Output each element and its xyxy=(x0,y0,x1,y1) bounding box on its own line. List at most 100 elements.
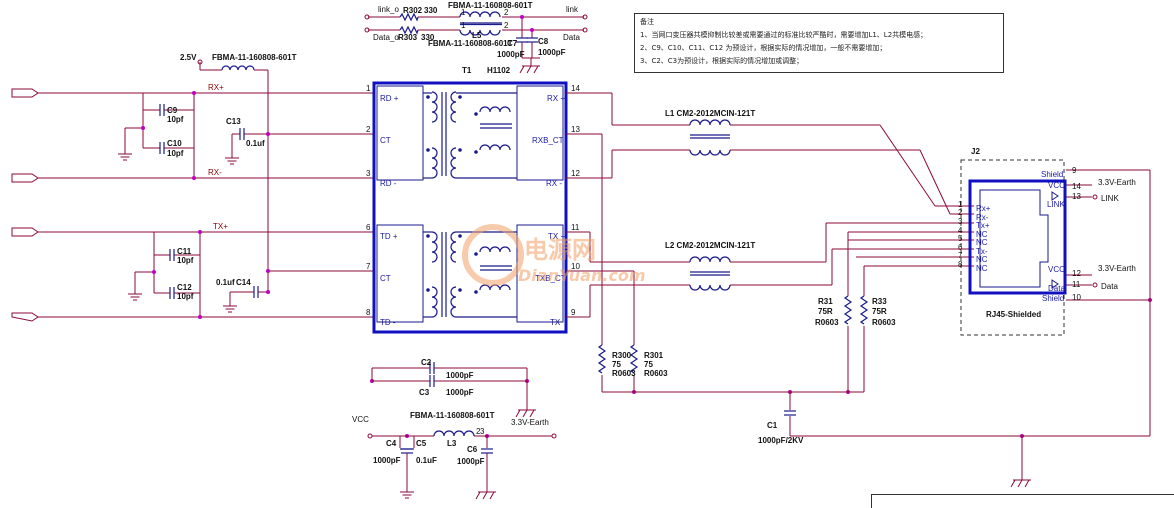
label-link-o: link_o xyxy=(378,5,399,14)
pin-td-n: TD - xyxy=(380,318,396,327)
label-c5: C5 xyxy=(416,439,427,448)
label-c13: C13 xyxy=(226,117,241,126)
label-c11-val: 10pf xyxy=(177,256,194,265)
junction-dots xyxy=(141,59,1152,438)
chokes: L1 CM2-2012MCIN-121T L2 CM2-2012MCIN-121… xyxy=(665,109,755,291)
label-c9-val: 10pf xyxy=(167,115,184,124)
label-l2: L2 CM2-2012MCIN-121T xyxy=(665,241,755,250)
label-l1: L1 CM2-2012MCIN-121T xyxy=(665,109,755,118)
pinnum-7: 7 xyxy=(366,262,371,271)
j2-num-10: 10 xyxy=(1072,293,1081,302)
label-link: link xyxy=(566,5,579,14)
label-fb-mid: FBMA-11-160808-601T xyxy=(428,39,513,48)
top-labels: link_o R302 330 Data_o R303 330 FBMA-11-… xyxy=(373,1,580,59)
pinnum-2: 2 xyxy=(366,125,371,134)
design-note: 备注 1、当网口变压器共模抑制比较差或需要通过的标准比较严酷时，需要增加L1、L… xyxy=(634,13,1004,73)
label-fb-bottom: FBMA-11-160808-601T xyxy=(410,411,495,420)
pinnum-8: 8 xyxy=(366,308,371,317)
pinnum-14: 14 xyxy=(571,84,580,93)
label-c3: C3 xyxy=(419,388,430,397)
pin-l3-3: 3 xyxy=(480,427,485,436)
label-c3-val: 1000pF xyxy=(446,388,474,397)
label-c2: C2 xyxy=(421,358,432,367)
j2-num-3: 3 xyxy=(958,217,963,226)
top-section xyxy=(364,11,588,74)
label-c14-val: 0.1uf xyxy=(216,278,235,287)
label-r302-val: 330 xyxy=(424,6,438,15)
j2-data: Data xyxy=(1048,284,1065,293)
label-c8: C8 xyxy=(538,37,549,46)
pin-tx-p: TX + xyxy=(548,232,565,241)
j2-num-5: 5 xyxy=(958,234,963,243)
pinnum-9: 9 xyxy=(571,308,576,317)
connector-j2: J2 RJ45-Shielded Rx+ Rx- Tx+ NC NC Tx- N… xyxy=(958,147,1136,336)
label-c9: C9 xyxy=(167,106,178,115)
label-c1-val: 1000pF/2KV xyxy=(758,436,804,445)
label-l3: L3 xyxy=(447,439,457,448)
pin-rxb-ct: RXB_CT xyxy=(532,136,564,145)
j2-num-14: 14 xyxy=(1072,182,1081,191)
label-fb-top: FBMA-11-160808-601T xyxy=(448,1,533,10)
j2-3v3earth-bottom: 3.3V-Earth xyxy=(1098,264,1136,273)
pinnum-12: 12 xyxy=(571,169,580,178)
j2-pin-nc1: NC xyxy=(976,230,988,239)
label-c7: C7 xyxy=(507,39,518,48)
pin-rd-n: RD - xyxy=(380,179,397,188)
label-l5: L5 xyxy=(472,31,482,40)
label-c5-val: 0.1uF xyxy=(416,456,437,465)
j2-vcc-top: VCC xyxy=(1048,181,1065,190)
j2-num-8: 8 xyxy=(958,260,963,269)
left-wires xyxy=(38,62,374,318)
net-rx-p: RX+ xyxy=(208,83,224,92)
pin-top-1a: 1 xyxy=(461,8,466,17)
j2-num-12: 12 xyxy=(1072,269,1081,278)
j2-num-6: 6 xyxy=(958,243,963,252)
note-line-2: 2、C9、C10、C11、C12 为预设计，根据实际的情况增加，一般不需要增加； xyxy=(640,44,887,52)
label-c13-val: 0.1uf xyxy=(246,139,265,148)
resistors: R300 75 R0603 R301 75 R0603 R31 75R R060… xyxy=(597,295,896,445)
label-r300: R300 xyxy=(612,351,632,360)
label-data-o: Data_o xyxy=(373,33,399,42)
label-r301-val: 75 xyxy=(644,360,653,369)
label-c1: C1 xyxy=(767,421,778,430)
pinnum-3: 3 xyxy=(366,169,371,178)
label-c2-val: 1000pF xyxy=(446,371,474,380)
note-title: 备注 xyxy=(640,18,654,26)
transformer-t1 xyxy=(372,81,568,334)
j2-pin-tx-p: Tx+ xyxy=(976,221,990,230)
bottom-section: C2 1000pF C3 1000pF VCC FBMA-11-160808-6… xyxy=(352,358,557,500)
label-c12-val: 10pf xyxy=(177,292,194,301)
pin-txb-ct: TXB_CT xyxy=(535,274,566,283)
j2-num-9: 9 xyxy=(1072,166,1077,175)
j2-shield-bottom: Shield xyxy=(1042,294,1064,303)
j2-data-out: Data xyxy=(1101,282,1118,291)
pin-l3-2: 2 xyxy=(476,427,481,436)
pin-top-2a: 2 xyxy=(504,8,509,17)
note-line-3: 3、C2、C3为预设计，根据实际的情况增加或调整； xyxy=(640,57,804,65)
label-c10: C10 xyxy=(167,139,182,148)
label-fb-left: FBMA-11-160808-601T xyxy=(212,53,297,62)
pin-tx: TX xyxy=(550,318,561,327)
j2-num-11: 11 xyxy=(1072,280,1081,289)
left-labels: 2.5V FBMA-11-160808-601T RX+ RX- TX+ C9 … xyxy=(167,53,297,301)
label-j2: J2 xyxy=(971,147,980,156)
transformer-labels: T1 H1102 RD + CT RD - TD + CT TD - RX + … xyxy=(366,66,580,327)
j2-pin-nc2: NC xyxy=(976,238,988,247)
j2-num-1: 1 xyxy=(958,200,963,209)
note-line-1: 1、当网口变压器共模抑制比较差或需要通过的标准比较严酷时，需要增加L1、L2共模… xyxy=(640,31,928,39)
label-r300-pkg: R0603 xyxy=(612,369,636,378)
label-r33-val: 75R xyxy=(872,307,887,316)
label-r301: R301 xyxy=(644,351,664,360)
pinnum-10: 10 xyxy=(571,262,580,271)
j2-num-7: 7 xyxy=(958,251,963,260)
pin-td-p: TD + xyxy=(380,232,398,241)
title-block-corner xyxy=(871,494,1174,508)
label-r31-val: 75R xyxy=(818,307,833,316)
net-rx-n: RX- xyxy=(208,168,222,177)
pin-rx-p: RX + xyxy=(547,94,565,103)
label-c10-val: 10pf xyxy=(167,149,184,158)
j2-pin-nc3: NC xyxy=(976,255,988,264)
j2-vcc-bottom: VCC xyxy=(1048,265,1065,274)
pin-ct-2: CT xyxy=(380,274,391,283)
